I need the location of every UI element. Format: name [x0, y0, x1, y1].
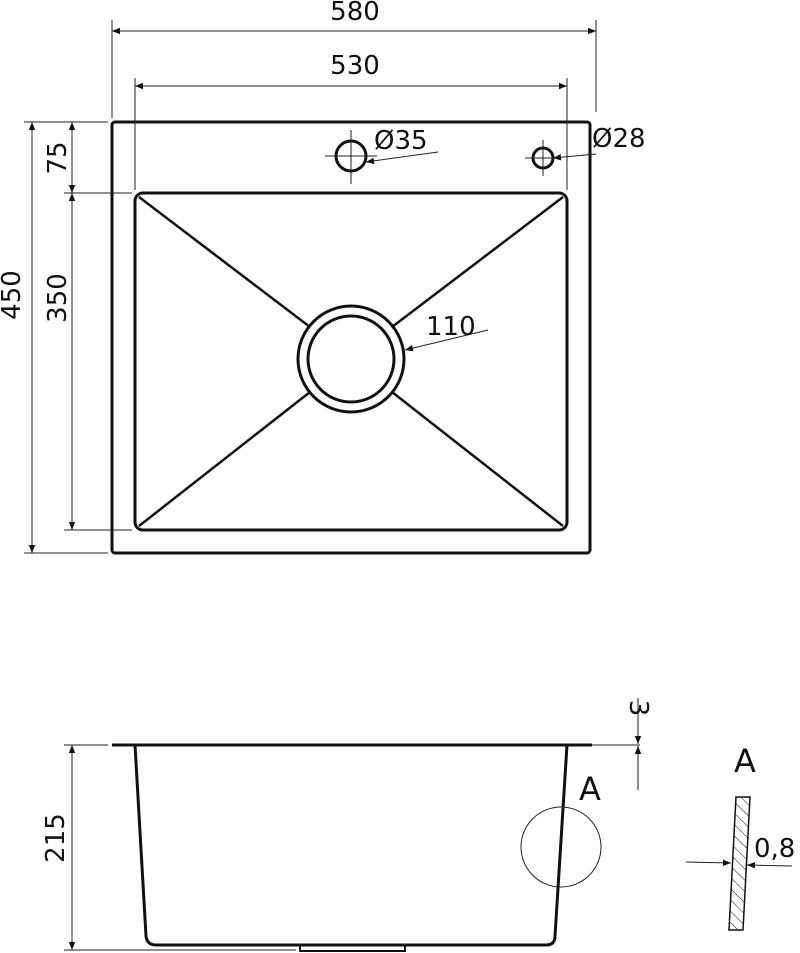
drain-outer	[296, 304, 406, 414]
side-view: 215 3 A	[41, 698, 653, 952]
detail-circle	[520, 806, 602, 888]
detail-marker: A	[579, 770, 601, 808]
dim-deck-depth: 75	[43, 141, 73, 174]
dim-bowl-depth: 350	[43, 273, 73, 323]
sink-outline	[110, 120, 592, 555]
dim-rim-thickness: 3	[623, 700, 653, 717]
dim-wall-thickness: 0,8	[754, 834, 795, 864]
dim-second-hole: Ø28	[592, 124, 646, 154]
top-view: 580 530 450 75 350 Ø35 Ø28 110	[0, 0, 646, 555]
bowl-outline	[133, 191, 569, 532]
wall-section	[728, 796, 751, 931]
dim-bowl-height: 215	[41, 813, 71, 863]
detail-title: A	[734, 742, 756, 780]
drain-inner	[306, 314, 396, 404]
detail-view: A 0,8	[685, 742, 795, 931]
dim-tap-hole: Ø35	[374, 126, 428, 156]
bowl-profile	[133, 744, 569, 947]
dim-overall-width: 580	[330, 0, 380, 27]
dim-drain: 110	[426, 312, 476, 342]
dim-overall-depth: 450	[0, 270, 27, 320]
dim-bowl-width: 530	[330, 51, 380, 81]
bowl-slope-lines	[138, 196, 564, 527]
